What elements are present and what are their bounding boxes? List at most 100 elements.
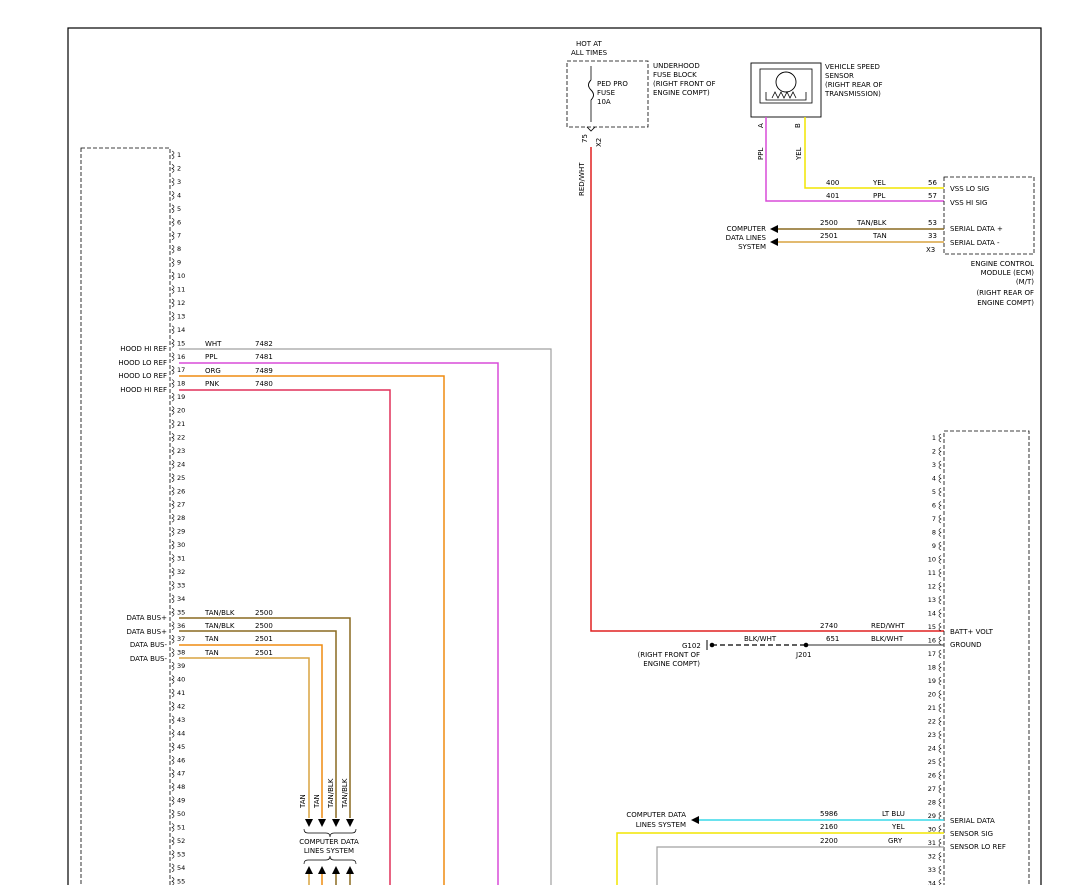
- pin-number: 22: [177, 433, 185, 441]
- fuse-block-title-3: (RIGHT FRONT OF: [653, 80, 716, 88]
- pin-number: 51: [177, 824, 185, 832]
- databus-circuit-36: 2500: [255, 622, 273, 630]
- pin-cavity: [171, 392, 175, 402]
- pin-cavity: [171, 715, 175, 725]
- pin-cavity: [171, 796, 175, 805]
- pin-number: 24: [177, 460, 185, 468]
- vss-pin-a: A: [757, 123, 765, 128]
- ecm-pin-56: 56: [928, 179, 937, 187]
- pin-cavity: [171, 675, 175, 684]
- pin-cavity: [171, 608, 175, 617]
- ecm-circuit-401: 401: [826, 192, 839, 200]
- ecm-label-4: (RIGHT REAR OF: [976, 289, 1034, 297]
- pin-number: 6: [932, 502, 936, 510]
- pin-number: 25: [177, 474, 185, 482]
- g102-location-1: (RIGHT FRONT OF: [637, 651, 700, 659]
- left-data-lines-1: COMPUTER DATA: [299, 838, 359, 846]
- left-module-pins: 1234567891011121314151617181920212223242…: [171, 150, 185, 885]
- pin-cavity: [171, 809, 175, 819]
- pin-cavity: [938, 865, 942, 875]
- pin-cavity: [938, 879, 942, 885]
- serial-dest-1: COMPUTER DATA: [626, 811, 686, 819]
- right-module-pins: 1234567891011121314151617181920212223242…: [928, 433, 942, 885]
- pin-cavity: [171, 567, 175, 577]
- pin-number: 48: [177, 783, 185, 791]
- fuse-pin-number: 75: [581, 134, 589, 143]
- vss-title-4: TRANSMISSION): [824, 90, 881, 98]
- right-module-outline: [943, 430, 1030, 885]
- databus-color-37: TAN: [204, 635, 219, 643]
- pin-cavity: [938, 744, 942, 753]
- vertical-label-tan-2: TAN: [313, 794, 321, 809]
- underhood-fuse-block: HOT AT ALL TIMES UNDERHOOD FUSE BLOCK (R…: [566, 40, 716, 196]
- pin-cavity: [171, 177, 175, 187]
- pin-cavity: [171, 742, 175, 752]
- left-module-outline: [80, 147, 171, 885]
- pin-number: 14: [928, 610, 936, 618]
- sensor-lo-label: SENSOR LO REF: [950, 843, 1006, 851]
- hood-label-18: HOOD HI REF: [120, 386, 167, 394]
- pin-number: 33: [928, 866, 936, 874]
- pin-number: 42: [177, 702, 185, 710]
- vertical-label-tan-1: TAN: [299, 794, 307, 809]
- pin-cavity: [938, 487, 942, 497]
- fuse-name-1: PED PRO: [597, 80, 628, 88]
- pin-number: 55: [177, 877, 185, 885]
- pin-number: 43: [177, 716, 185, 724]
- pin-cavity: [171, 648, 175, 657]
- pin-number: 45: [177, 743, 185, 751]
- pin-number: 38: [177, 649, 185, 657]
- pin-number: 26: [928, 772, 936, 780]
- ecm-pin-53: 53: [928, 219, 937, 227]
- pin-cavity: [171, 782, 175, 792]
- arrow-ecm-tanblk: [770, 225, 778, 233]
- splice-dot: [803, 642, 809, 648]
- sensor-lo-circuit: 2200: [820, 837, 838, 845]
- pin-cavity: [938, 649, 942, 659]
- ecm-pin-57: 57: [928, 192, 937, 200]
- pin-cavity: [171, 446, 175, 456]
- wire-sensor-lo-gry: [656, 846, 944, 885]
- pin-cavity: [171, 755, 175, 765]
- fuse-name-3: 10A: [597, 98, 611, 106]
- g102-dot: [709, 642, 715, 648]
- wire-databus-37: [179, 644, 323, 818]
- pin-number: 37: [177, 635, 185, 643]
- pin-number: 54: [177, 864, 185, 872]
- ecm-label-serial-minus: SERIAL DATA -: [950, 239, 1000, 247]
- pin-cavity: [171, 352, 175, 362]
- pin-cavity: [171, 164, 175, 173]
- serial-label: SERIAL DATA: [950, 817, 995, 825]
- pin-number: 14: [177, 326, 185, 334]
- pin-number: 35: [177, 608, 185, 616]
- fuse-block-outline: [566, 60, 649, 128]
- pin-number: 9: [177, 259, 181, 267]
- fuse-name-2: FUSE: [597, 89, 615, 97]
- arrow-databus-36: [332, 819, 340, 827]
- pin-number: 26: [177, 487, 185, 495]
- pin-cavity: [938, 433, 942, 443]
- ecm-pin-33: 33: [928, 232, 937, 240]
- pin-cavity: [938, 622, 942, 632]
- pin-cavity: [171, 150, 175, 160]
- pin-number: 25: [928, 758, 936, 766]
- vehicle-speed-sensor: VEHICLE SPEED SENSOR (RIGHT REAR OF TRAN…: [750, 62, 883, 161]
- pin-cavity: [171, 702, 175, 711]
- wire-vss-yel: [804, 117, 944, 189]
- fuse-block-title-1: UNDERHOOD: [653, 62, 700, 70]
- databus-color-38: TAN: [204, 649, 219, 657]
- pin-number: 32: [928, 853, 936, 861]
- vss-pin-b: B: [794, 123, 802, 128]
- all-times-label: ALL TIMES: [571, 49, 608, 57]
- pin-cavity: [171, 661, 175, 671]
- pin-cavity: [938, 555, 942, 564]
- arrow-databus-37: [318, 819, 326, 827]
- pin-number: 20: [928, 691, 936, 699]
- databus-brace: [303, 828, 357, 838]
- pin-cavity: [171, 621, 175, 631]
- hood-label-17: HOOD LO REF: [118, 372, 167, 380]
- pin-number: 29: [177, 528, 185, 536]
- hood-color-15: WHT: [205, 340, 222, 348]
- pin-number: 8: [932, 529, 936, 537]
- batt-label: BATT+ VOLT: [950, 628, 994, 636]
